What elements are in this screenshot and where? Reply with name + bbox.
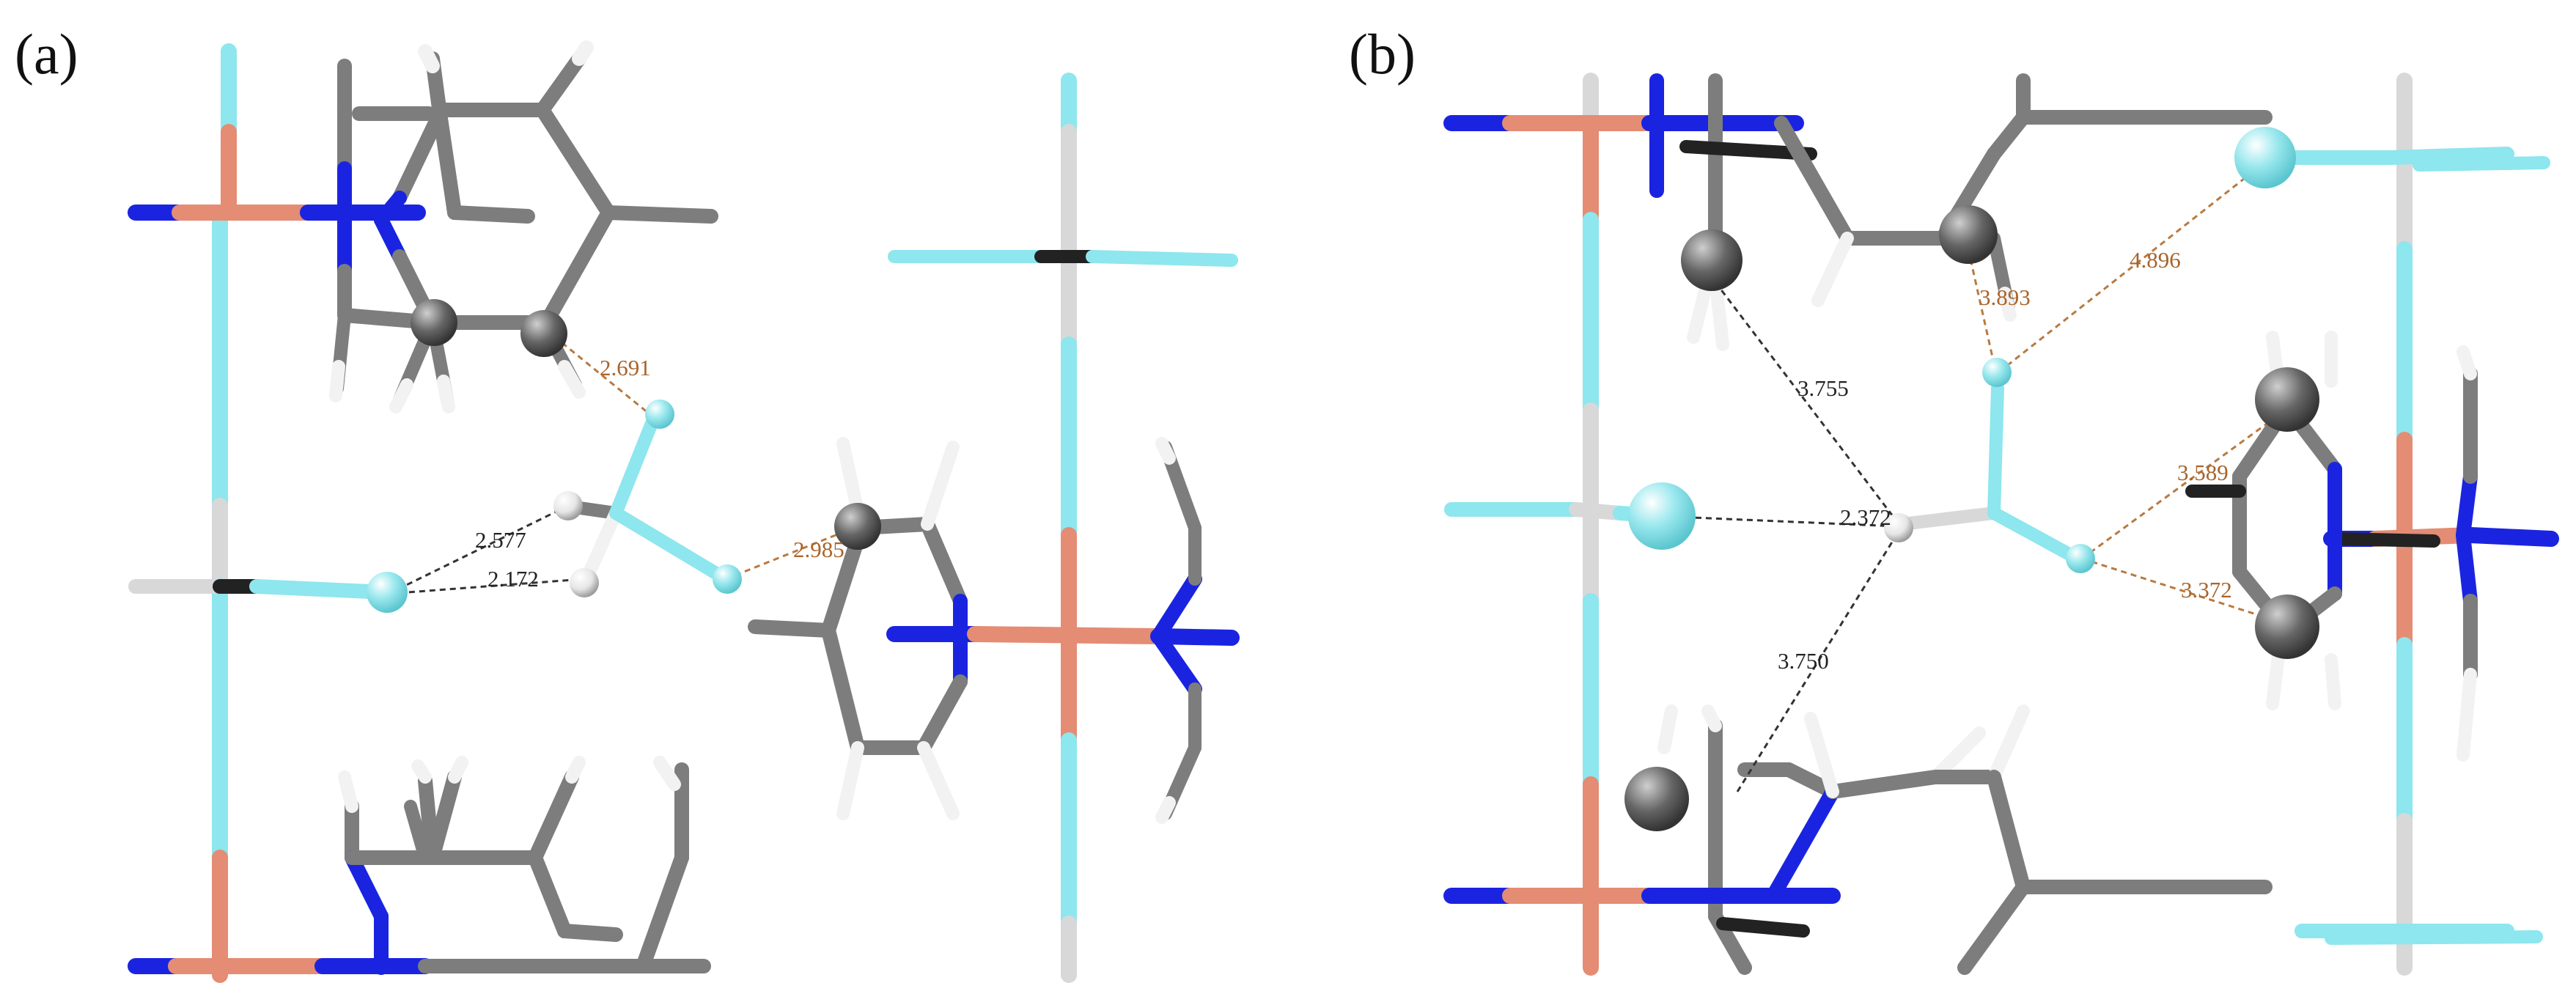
fluorine-atom [713, 564, 742, 594]
distance-label: 4.896 [2130, 247, 2181, 273]
distance-label: 3.755 [1797, 375, 1849, 401]
fluorine-atom [645, 400, 674, 429]
carbon-atom [1939, 205, 1998, 264]
distance-label: 2.172 [487, 566, 539, 592]
fluorine-atom [1982, 358, 2012, 387]
carbon-atom [520, 310, 567, 357]
carbon-atom [2255, 367, 2319, 432]
hydrogen-atom [1884, 513, 1913, 542]
distance-label: 3.589 [2177, 460, 2229, 485]
fluorine-atom [2234, 127, 2296, 188]
carbon-atom [2255, 594, 2319, 659]
fluorine-atom [367, 572, 408, 613]
distance-label: 3.372 [2181, 577, 2232, 603]
hydrogen-atom [570, 568, 599, 597]
panel-a-label: (a) [15, 22, 78, 86]
panel-b-bonds [1443, 73, 2559, 976]
distance-label: 2.577 [475, 527, 526, 553]
distance-label: 3.893 [1979, 284, 2031, 310]
panel-a-atoms [367, 299, 881, 613]
panel-b-atoms [1624, 127, 2319, 831]
carbon-atom [411, 299, 457, 346]
panel-b-label: (b) [1349, 22, 1416, 86]
distance-label: 2.985 [793, 537, 844, 562]
distance-label: 2.372 [1840, 504, 1891, 530]
panel-a: (a) [15, 22, 1240, 983]
carbon-atom [1624, 767, 1689, 831]
carbon-atom [834, 503, 881, 550]
panel-b: (b) [1349, 22, 2559, 976]
distance-label: 3.750 [1778, 648, 1829, 674]
fluorine-atom [1628, 482, 1696, 550]
carbon-atom [1681, 229, 1743, 291]
panel-a-bonds [128, 40, 1240, 983]
fluorine-atom [2066, 544, 2095, 573]
hydrogen-atom [553, 491, 583, 520]
distance-label: 2.691 [600, 355, 651, 380]
panel-b-contacts [1674, 163, 2284, 792]
